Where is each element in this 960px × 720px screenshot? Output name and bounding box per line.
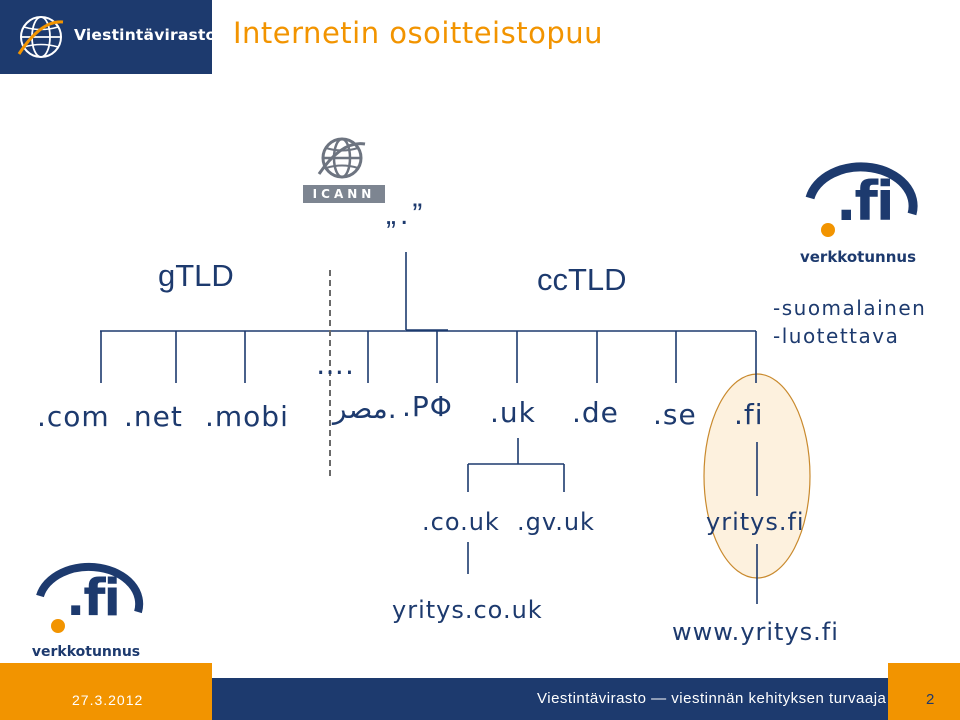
fi-note-trusted: -luotettava [773,324,900,348]
tld-rf: .PΦ [402,390,453,423]
fi-notes: -suomalainen -luotettava [773,294,926,350]
fi-swoosh-icon [805,162,918,237]
sld-gv-uk: .gv.uk [517,508,595,536]
fi-logo-bottom: .fi verkkotunnus [24,558,148,664]
sld-co-uk: .co.uk [422,508,500,536]
gtld-label: gTLD [158,258,234,293]
tld-mobi: .mobi [205,400,289,433]
tld-se: .se [653,398,697,431]
icann-label: ICANN [303,185,385,203]
page-number: 2 [926,691,935,708]
logo-text: Viestintävirasto [74,26,217,44]
tld-com: .com [37,400,110,433]
fi-swoosh-icon-bottom [36,562,144,633]
fi-note-finnish: -suomalainen [773,296,927,320]
footer-right-bar [888,663,960,720]
tld-misr: .مصر [333,392,397,425]
tld-net: .net [124,400,183,433]
fi-logo-top: .fi verkkotunnus [792,158,924,270]
ellipsis-label: …. [316,348,355,381]
cctld-label: ccTLD [537,262,627,297]
globe-logo-icon [17,16,64,58]
header-logo-box: Viestintävirasto [0,0,216,74]
icann-logo: ICANN [303,134,385,204]
tld-fi: .fi [734,398,764,431]
root-node: „.” [386,198,427,231]
icann-globe-icon [317,137,366,179]
footer-left-bar [0,663,212,720]
footer-date: 27.3.2012 [72,692,144,708]
fi-logo-caption: verkkotunnus [799,248,916,266]
third-www-yritys-fi: www.yritys.fi [672,618,839,646]
sld-yritys-fi: yritys.fi [706,508,805,536]
fi-logo-mark-bottom: .fi [66,569,121,628]
footer-mid-bar [212,678,888,720]
tree-lines [100,252,758,604]
tld-uk: .uk [490,396,536,429]
third-yritys-co-uk: yritys.co.uk [392,596,543,624]
fi-logo-mark: .fi [836,170,895,233]
footer-text: Viestintävirasto — viestinnän kehityksen… [537,690,887,707]
fi-logo-caption-bottom: verkkotunnus [31,644,141,660]
tld-de: .de [572,396,619,429]
page-title: Internetin osoitteistopuu [233,16,603,50]
